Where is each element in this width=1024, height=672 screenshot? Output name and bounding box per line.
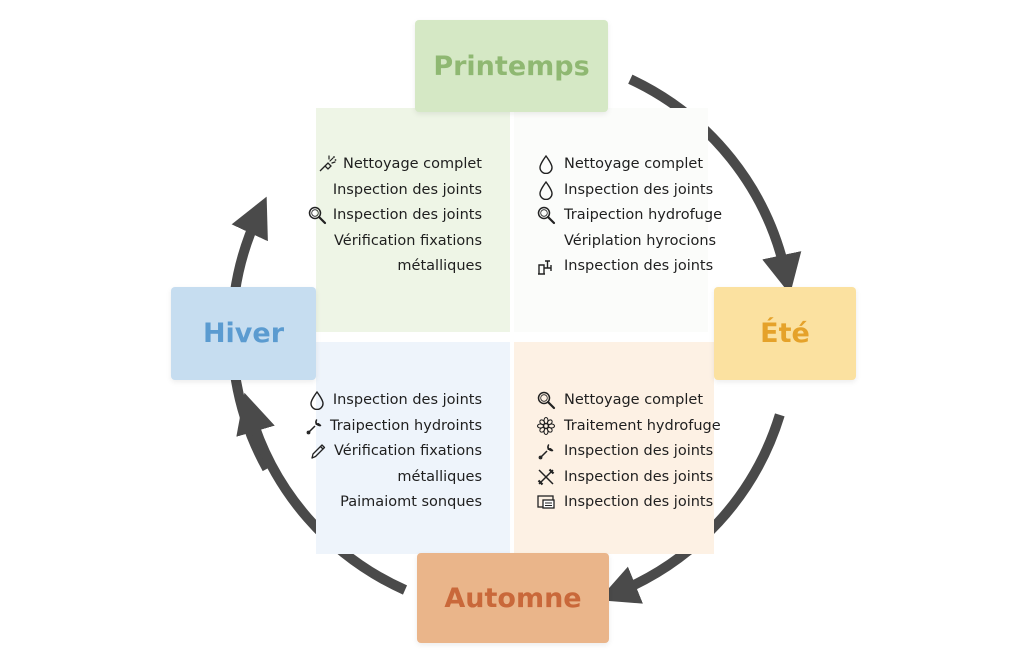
drop-icon [307,390,329,412]
arrow-spring-to-summer [628,74,802,295]
drop-icon [536,180,558,202]
task-item: Inspection des joints [252,388,482,414]
task-item: Inspection des joints [536,254,766,280]
task-text: Inspection des joints [564,443,714,459]
sprayer-icon [317,154,339,176]
task-item: métalliques [252,254,482,280]
wrench-icon [536,441,558,463]
task-text: Traitement hydrofuge [564,417,721,434]
task-text: Vérification fixations [333,232,482,249]
task-text: Paimaiomt sonques [340,494,482,510]
task-item: Inspection des joints [536,439,766,465]
task-item: Vériplation hyrocions [536,229,766,255]
spring-quadrant [316,108,510,332]
flower-icon [536,416,558,438]
panel-icon [536,492,558,514]
drop-icon [536,154,558,176]
winter-label: Hiver [202,318,285,349]
task-item: Nettoyage complet [536,388,766,414]
crossed-tools-icon [536,467,558,489]
task-item: Traitement hydrofuge [536,414,766,440]
task-item: Vérification fixations [252,439,482,465]
task-item: métalliques [252,465,482,491]
winter-quadrant [316,342,510,554]
summer-quadrant [514,108,708,332]
task-item: Inspection des joints [536,490,766,516]
summer-box: Été [714,287,856,380]
task-text: Vériplation hyrocions [564,232,717,249]
task-item: Inspection des joints [536,178,766,204]
task-text: Inspection des joints [332,181,482,198]
task-item: Inspection des joints [252,178,482,204]
task-item: Traipection hydrofuge [536,203,766,229]
wrench-icon [304,416,326,438]
task-text: Vérification fixations [333,443,482,459]
task-text: Traipection hydroints [329,417,482,434]
task-text: Inspection des joints [564,468,714,485]
task-item: Paimaiomt sonques [252,490,482,516]
task-text: Nettoyage complet [342,156,482,172]
task-item: Inspection des joints [536,465,766,491]
task-item: Inspection des joints [252,203,482,229]
task-text: Inspection des joints [332,207,482,223]
magnifier-icon [307,205,329,227]
task-item: Traipection hydroints [252,414,482,440]
magnifier-icon [536,390,558,412]
task-text: Inspection des joints [564,181,714,198]
winter-box: Hiver [171,287,316,380]
arrow-summer-to-autumn [598,413,785,604]
spring-label: Printemps [433,50,590,82]
task-item: Nettoyage complet [536,152,766,178]
task-text: Inspection des joints [564,494,714,510]
task-item: Vérification fixations [252,229,482,255]
summer-label: Été [760,318,810,349]
task-text: Traipection hydrofuge [564,207,722,223]
task-text: Nettoyage complet [564,156,704,172]
autumn-label: Automne [444,582,582,614]
magnifier-icon [536,205,558,227]
task-text: Nettoyage complet [564,392,704,408]
pen-icon [308,441,330,463]
spring-box: Printemps [415,20,608,112]
task-text: métalliques [397,468,482,485]
task-text: Inspection des joints [564,258,714,274]
task-item: Nettoyage complet [252,152,482,178]
pipe-valve-icon [536,256,558,278]
autumn-box: Automne [417,553,609,643]
task-text: métalliques [397,258,482,274]
task-text: Inspection des joints [332,392,482,408]
arrow-autumn-to-winter [236,392,408,595]
